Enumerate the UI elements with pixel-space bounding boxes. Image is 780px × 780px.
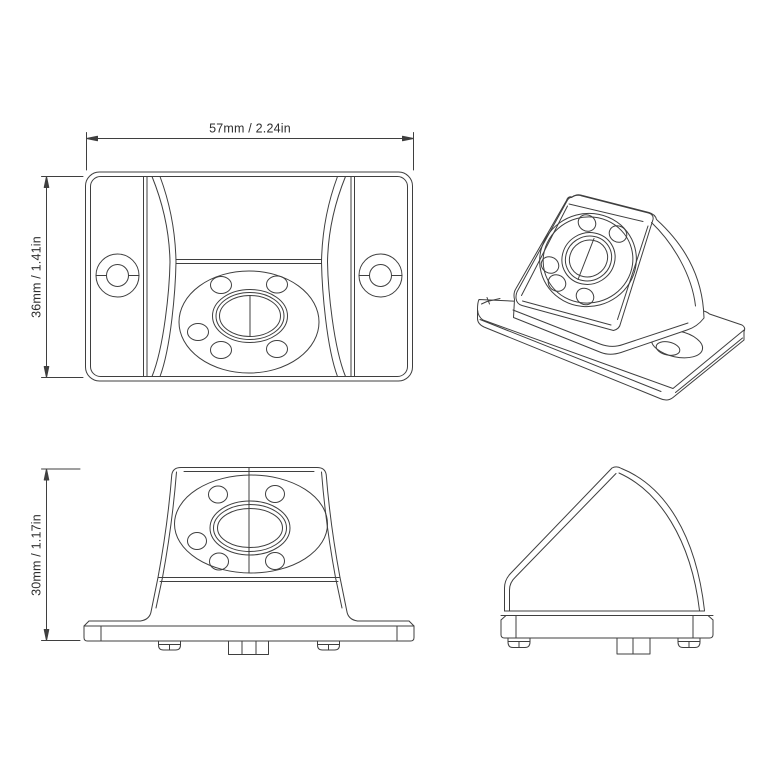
isometric-view — [477, 194, 746, 401]
iso-base-fillet — [512, 309, 689, 347]
side-feet — [507, 637, 701, 655]
height-front-dimension-label: 30mm / 1.17in — [30, 514, 44, 596]
arrow-up-icon — [43, 176, 50, 188]
flange-holes — [187, 275, 288, 359]
flange-outline — [178, 270, 320, 374]
top-view — [85, 171, 413, 382]
front-center-tab — [228, 640, 269, 655]
front-flange-holes — [187, 485, 285, 571]
iso-lens-rings — [561, 232, 616, 285]
side-view — [500, 466, 714, 655]
arrow-up-icon — [43, 468, 50, 481]
lens-rings — [212, 289, 288, 343]
iso-flange — [539, 212, 637, 308]
side-center-tab — [616, 637, 651, 655]
front-waist-lines — [157, 577, 341, 582]
dimension-height-top — [41, 176, 84, 378]
iso-plate-side — [477, 309, 745, 401]
dome-wall-left — [151, 176, 177, 377]
dome-wall-right — [321, 176, 346, 377]
arrow-left-icon — [86, 135, 98, 142]
front-flange-outline — [174, 474, 328, 574]
front-feet — [158, 640, 340, 655]
left-ear-screw-hole — [95, 253, 140, 298]
width-dimension-label: 57mm / 2.24in — [209, 122, 291, 136]
iso-lens-slot — [577, 238, 595, 280]
front-lens-rings — [209, 500, 291, 556]
side-body-inner-edges — [509, 472, 700, 612]
iso-back-curve-inner — [651, 222, 696, 307]
top-view-inner-outline — [90, 176, 408, 377]
drawing-root — [41, 132, 746, 655]
iso-flange-holes — [540, 214, 628, 306]
front-base-plate — [83, 620, 415, 642]
front-view — [83, 467, 415, 655]
right-ear-boundary — [350, 176, 355, 377]
right-ear-screw-hole — [358, 253, 403, 298]
arrow-right-icon — [402, 135, 414, 142]
height-front-extension-lines — [41, 468, 81, 641]
side-base-plate — [500, 615, 714, 639]
iso-face-edge-rounds — [521, 203, 649, 326]
dome-ridge — [175, 259, 322, 264]
side-body-outline — [504, 466, 705, 612]
front-body-outline — [140, 467, 358, 622]
height-top-dimension-label: 36mm / 1.41in — [30, 236, 44, 318]
dimension-width — [86, 132, 414, 171]
top-view-outer-outline — [85, 171, 413, 382]
arrow-down-icon — [43, 629, 50, 641]
arrow-down-icon — [43, 366, 50, 378]
iso-plate-edge-rounds — [479, 319, 743, 393]
height-top-extension-lines — [41, 176, 84, 378]
iso-face-outline — [515, 194, 654, 331]
iso-left-tab-detail — [481, 297, 501, 305]
left-ear-boundary — [143, 176, 148, 377]
dimension-height-front — [41, 468, 81, 641]
